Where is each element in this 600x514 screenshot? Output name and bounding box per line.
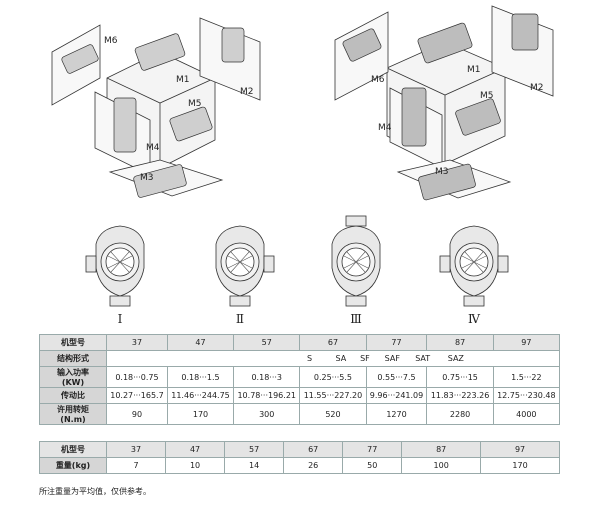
weight-cell: 14 [224,457,285,474]
table-row: 结构形式 S SA SF SAF SAT SAZ [39,350,560,367]
label-m4-right: M4 [378,123,392,133]
ratio-label: 传动比 [39,387,107,404]
torque-cell: 170 [166,403,235,425]
front-view-1 [85,225,145,307]
weight-cell: 10 [165,457,226,474]
table-row: 许用转矩 (N.m) 90 170 300 520 1270 2280 4000 [39,403,561,425]
size-cell: 97 [480,441,560,458]
power-cell: 0.25···5.5 [299,366,367,388]
header-label: 机型号 [39,441,107,458]
front-view-4 [439,225,509,307]
roman-numeral-3: Ⅲ [350,312,362,326]
left-labels: M6 M1 M2 M5 M4 M3 [104,36,254,183]
weight-label: 重量(kg) [39,457,107,474]
ratio-cell: 9.96···241.09 [365,387,428,404]
power-cell: 1.5···22 [492,366,561,388]
torque-cell: 1270 [365,403,428,425]
size-cell: 87 [426,334,494,351]
torque-cell: 2280 [426,403,494,425]
structure-values: S SA SF SAF SAT SAZ [106,350,560,367]
label-m2-left: M2 [240,87,254,97]
label-m4-left: M4 [146,143,160,153]
size-cell: 57 [224,441,285,458]
label-m2-right: M2 [530,83,544,93]
label-m6-right: M6 [371,75,385,85]
size-cell: 67 [283,441,344,458]
size-cell: 37 [105,441,167,458]
footnote: 所注重量为平均值，仅供参考。 [39,487,151,496]
weight-cell: 170 [480,457,560,474]
size-cell: 97 [492,334,561,351]
ratio-cell: 10.78···196.21 [233,387,301,404]
torque-unit: (N.m) [60,415,86,424]
power-label: 输入功率 [57,368,89,377]
structure-value: SAZ [447,354,464,363]
table-row: 机型号 37 47 57 67 77 87 97 [39,334,561,351]
size-cell: 47 [165,441,226,458]
size-cell: 77 [365,334,428,351]
ratio-cell: 12.75···230.48 [492,387,561,404]
front-view-2 [215,225,275,307]
weight-table: 机型号 37 47 57 67 77 87 97 重量(kg) 7 10 14 … [39,441,560,474]
power-cell: 0.75···15 [426,366,494,388]
torque-cell: 520 [299,403,367,425]
power-label-cell: 输入功率 (KW) [39,366,107,388]
weight-cell: 7 [105,457,167,474]
size-cell: 77 [342,441,403,458]
label-m5-left: M5 [188,99,202,109]
power-cell: 0.18···3 [233,366,301,388]
size-cell: 47 [166,334,235,351]
label-m3-left: M3 [140,173,154,183]
torque-label-cell: 许用转矩 (N.m) [39,403,107,425]
ratio-cell: 11.83···223.26 [426,387,494,404]
structure-label: 结构形式 [39,350,107,367]
power-cell: 0.55···7.5 [365,366,428,388]
weight-cell: 100 [401,457,482,474]
table-row: 输入功率 (KW) 0.18···0.75 0.18···1.5 0.18···… [39,366,561,388]
label-m5-right: M5 [480,91,494,101]
table-row: 机型号 37 47 57 67 77 87 97 [39,441,560,458]
label-m1-left: M1 [176,75,190,85]
label-m1-right: M1 [467,65,481,75]
torque-cell: 300 [233,403,301,425]
weight-cell: 50 [342,457,403,474]
table-row: 重量(kg) 7 10 14 26 50 100 170 [39,457,560,474]
structure-value: SAF [384,354,400,363]
roman-numeral-4: Ⅳ [468,312,480,326]
front-view-3 [331,215,381,307]
size-cell: 37 [106,334,168,351]
structure-value: SA [335,354,347,363]
mounting-position-diagram: M6 M1 M2 M5 M4 M3 M6 M1 M2 M5 M4 M3 [51,5,554,307]
right-gear-motors [342,13,539,201]
weight-cell: 26 [283,457,344,474]
size-cell: 57 [233,334,301,351]
structure-value: SAT [415,354,431,363]
torque-cell: 90 [106,403,168,425]
power-cell: 0.18···0.75 [106,366,168,388]
size-cell: 67 [299,334,367,351]
ratio-cell: 11.46···244.75 [166,387,235,404]
structure-value: S [307,354,313,363]
ratio-cell: 10.27···165.7 [106,387,168,404]
size-cell: 87 [401,441,482,458]
spec-table: 机型号 37 47 57 67 77 87 97 结构形式 S SA SF SA… [39,334,561,425]
left-gear-motors [61,27,245,198]
table-row: 传动比 10.27···165.7 11.46···244.75 10.78··… [39,387,561,404]
structure-value: SF [360,354,370,363]
power-cell: 0.18···1.5 [166,366,235,388]
label-m6-left: M6 [104,36,118,46]
roman-numeral-1: Ⅰ [117,312,123,326]
header-label: 机型号 [39,334,107,351]
label-m3-right: M3 [435,167,449,177]
torque-cell: 4000 [492,403,561,425]
right-labels: M6 M1 M2 M5 M4 M3 [371,65,544,177]
power-unit: (KW) [61,378,85,387]
torque-label: 许用转矩 [57,405,89,414]
roman-numeral-2: Ⅱ [235,312,245,326]
ratio-cell: 11.55···227.20 [299,387,367,404]
